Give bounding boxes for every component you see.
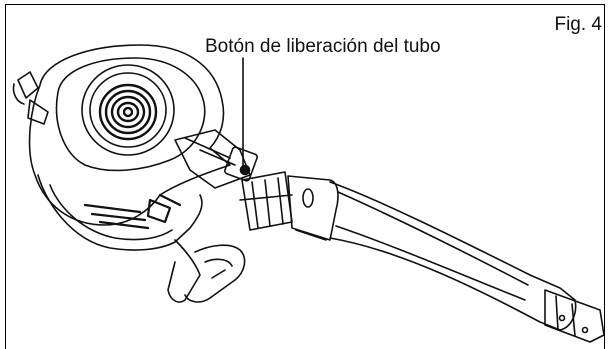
tube-release-button bbox=[239, 164, 251, 176]
tube-nozzle bbox=[544, 289, 605, 343]
tube-section-upper bbox=[287, 175, 339, 241]
blower-tube bbox=[329, 181, 577, 331]
figure-frame bbox=[5, 4, 605, 349]
air-intake-cover bbox=[81, 64, 175, 156]
intake-grille bbox=[98, 83, 158, 141]
figure-number: Fig. 4 bbox=[554, 14, 602, 35]
blower-housing bbox=[28, 44, 231, 226]
vent-slots bbox=[83, 193, 182, 230]
motor-body bbox=[37, 174, 203, 251]
speed-knob bbox=[17, 71, 39, 99]
callout-label: Botón de liberación del tubo bbox=[205, 36, 441, 57]
rear-handle bbox=[167, 239, 201, 303]
